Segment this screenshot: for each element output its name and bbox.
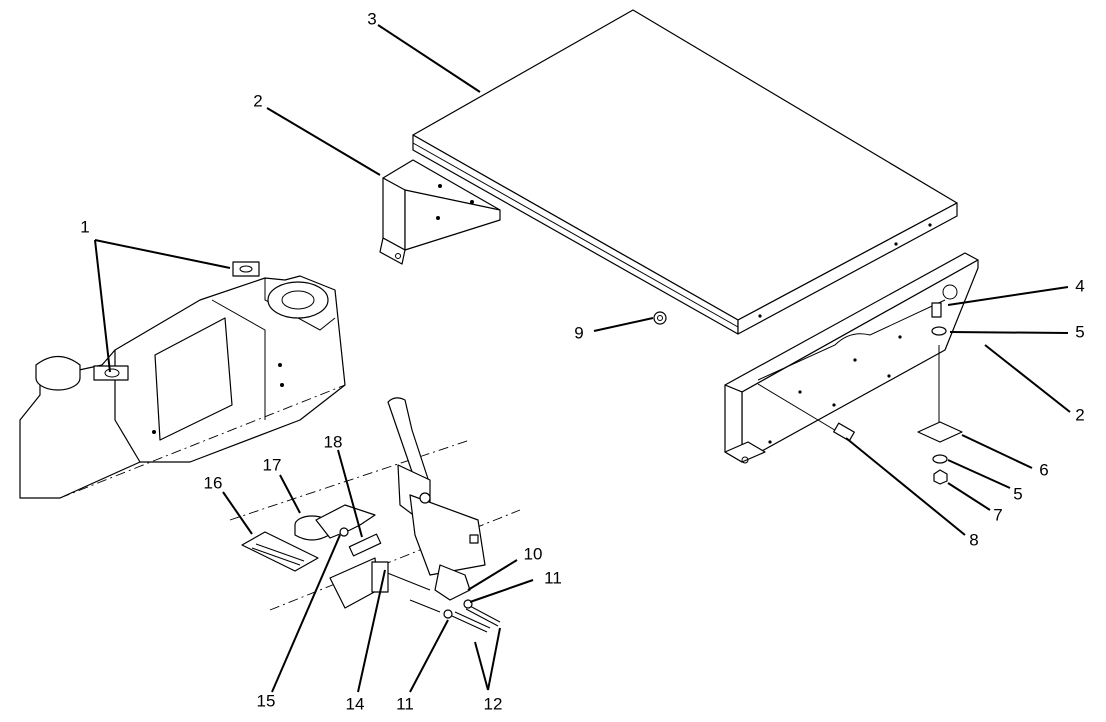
right-seat-rail <box>724 252 979 464</box>
rail-hardware <box>653 302 963 485</box>
latch-bolt-upper <box>463 599 501 627</box>
callout-16: 16 <box>204 473 223 492</box>
latch-bolt-lower <box>443 609 491 633</box>
callout-5-lower: 5 <box>1013 484 1022 503</box>
callout-7: 7 <box>993 505 1002 524</box>
callout-15: 15 <box>257 691 276 710</box>
callout-4: 4 <box>1075 276 1084 295</box>
callout-8: 8 <box>969 530 978 549</box>
callout-17: 17 <box>263 455 282 474</box>
callout-2-right-rail: 2 <box>1075 405 1084 424</box>
callout-3: 3 <box>367 9 376 28</box>
callout-14: 14 <box>346 694 365 713</box>
callout-12: 12 <box>484 694 503 713</box>
callout-1: 1 <box>80 217 89 236</box>
leader-lines <box>94 24 1071 693</box>
seat-pan <box>412 9 958 335</box>
callout-2-left-rail: 2 <box>253 91 262 110</box>
latch-mechanism <box>229 397 521 633</box>
callout-labels: 1 2 2 3 4 5 5 6 7 8 9 10 11 11 12 14 15 … <box>80 9 1084 713</box>
callout-10: 10 <box>524 544 543 563</box>
callout-11-bottom: 11 <box>396 694 414 713</box>
fuel-tank-assembly <box>19 261 346 499</box>
left-seat-rail <box>379 159 501 265</box>
callout-11-right: 11 <box>544 568 562 587</box>
callout-6: 6 <box>1039 460 1048 479</box>
callout-5-upper: 5 <box>1075 322 1084 341</box>
callout-9: 9 <box>574 323 583 342</box>
callout-18: 18 <box>324 432 343 451</box>
